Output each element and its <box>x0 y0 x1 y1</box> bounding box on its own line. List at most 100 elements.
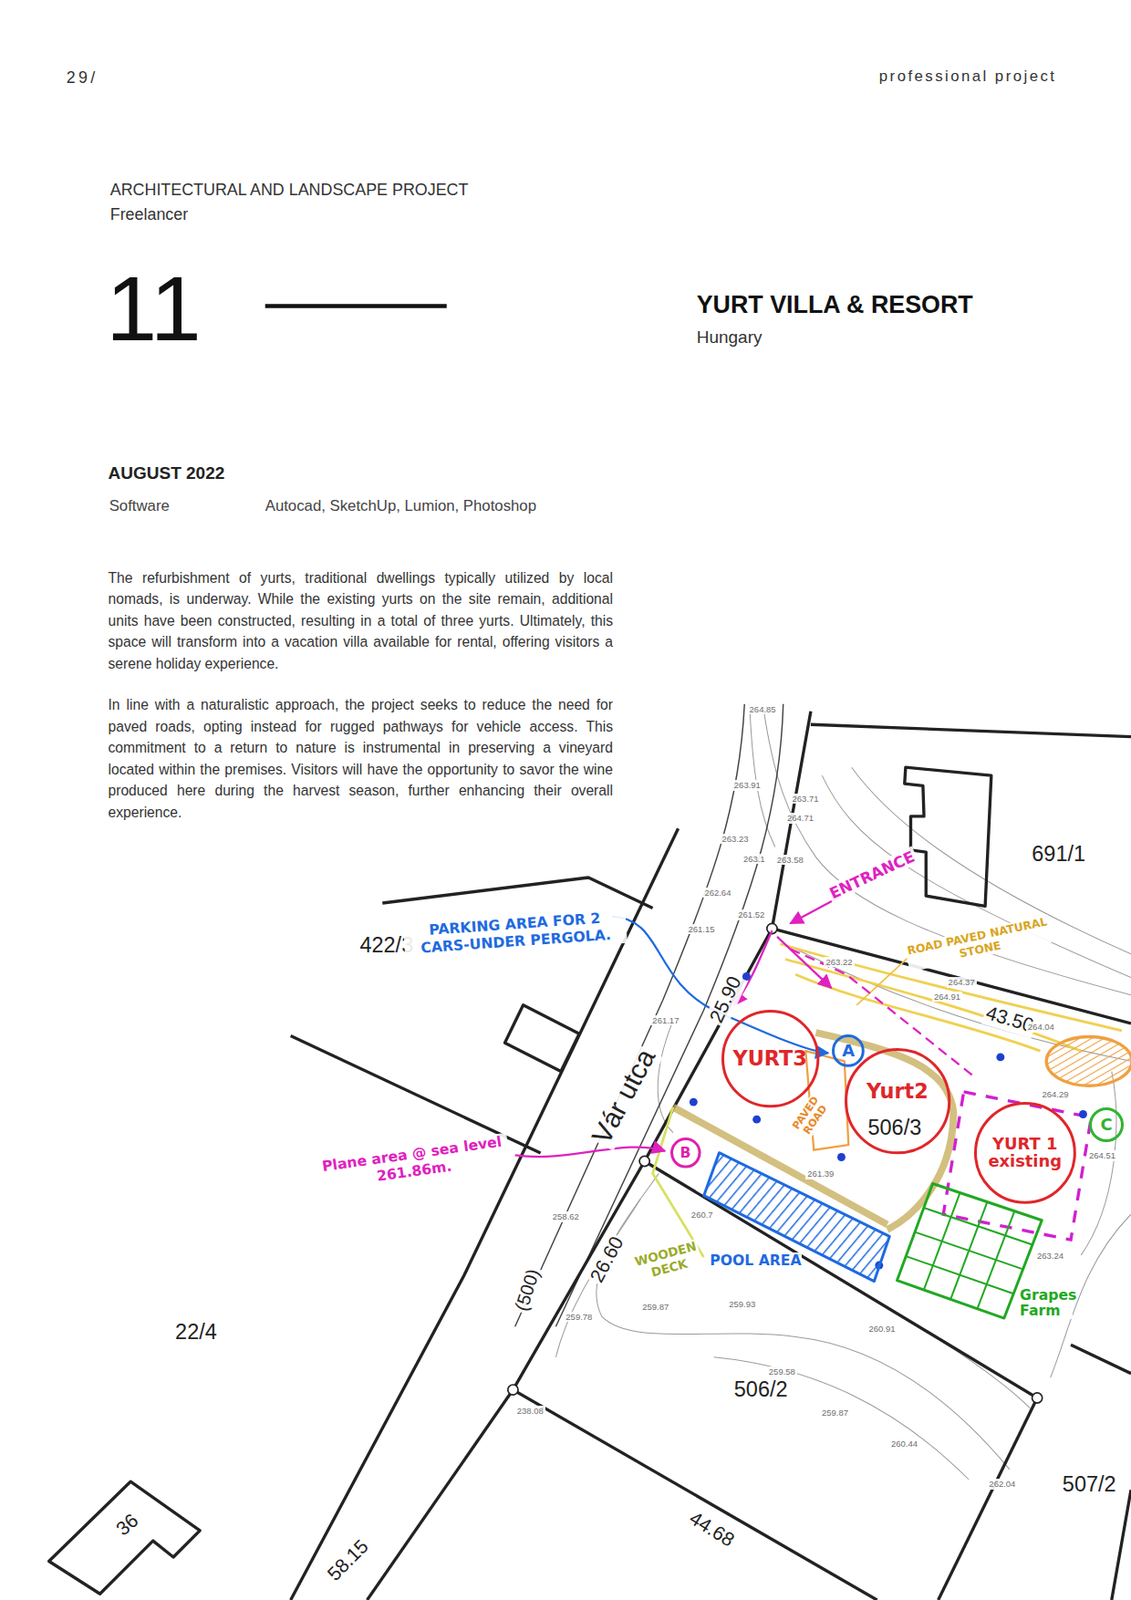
yurt-boundary-sketch <box>943 1091 1091 1240</box>
contour-line <box>749 704 776 848</box>
title-rule <box>265 303 447 308</box>
sketch-note: PARKING AREA FOR 2 CARS-UNDER PERGOLA. <box>402 908 627 959</box>
parcel-number: 507/2 <box>1060 1471 1119 1497</box>
spot-elevation: 263.71 <box>790 793 821 804</box>
parcel-line <box>1111 1489 1131 1600</box>
node-label: A <box>841 1041 855 1060</box>
spot-elevation: 259.93 <box>726 1298 758 1309</box>
field-name: Software <box>109 497 170 516</box>
node-label: C <box>1100 1115 1113 1134</box>
survey-points <box>508 923 1043 1403</box>
sketch-note: WOODEN DECK <box>632 1238 705 1285</box>
spot-elevation: 261.52 <box>736 909 767 920</box>
tree-mark <box>1079 1110 1088 1119</box>
dimension: 25.90 <box>704 970 748 1028</box>
spot-elevation: 263.22 <box>823 956 854 967</box>
spot-elevation: 263.24 <box>1035 1250 1066 1261</box>
parcel-line <box>512 711 810 1391</box>
tree-mark <box>752 1115 761 1124</box>
parcel-line <box>512 1390 877 1600</box>
path-sketch <box>777 936 831 988</box>
building-outline <box>49 1481 200 1594</box>
building-outline <box>504 1005 580 1072</box>
spot-elevation: 258.62 <box>550 1211 582 1222</box>
project-type: ARCHITECTURAL AND LANDSCAPE PROJECT <box>110 180 469 200</box>
spot-elevation: 264.29 <box>1039 1089 1070 1100</box>
yurt-circle: YURT 1 existing <box>974 1101 1077 1204</box>
contour-line <box>1080 1071 1117 1256</box>
spot-elevation: 264.91 <box>932 991 963 1002</box>
spot-elevation: 238.08 <box>515 1405 546 1416</box>
circle-stroke <box>1090 1109 1123 1142</box>
spot-elevation: 259.87 <box>819 1407 851 1418</box>
spot-elevation: 262.04 <box>986 1478 1017 1489</box>
circle-stroke <box>833 1035 864 1066</box>
grid-line <box>977 1210 1016 1308</box>
dimension: 58.15 <box>321 1534 375 1588</box>
sketch-note: PAVED ROAD <box>786 1089 836 1145</box>
parcel-line <box>367 1390 514 1600</box>
tree-mark <box>837 1152 846 1162</box>
spot-elevation: 264.51 <box>1087 1150 1118 1161</box>
spot-elevation: 263.91 <box>732 779 763 790</box>
deck-sketch <box>653 1107 705 1257</box>
spot-elevation: 259.58 <box>767 1366 798 1377</box>
node-label: YURT 1 existing <box>983 1134 1068 1171</box>
circle-stroke <box>845 1049 949 1153</box>
contour-line <box>821 775 1131 977</box>
spot-elevation: 264.04 <box>1026 1021 1057 1032</box>
hedge-sketch <box>815 1032 954 1230</box>
tree-marks <box>689 972 1088 1270</box>
contour-line <box>917 1326 1030 1408</box>
spot-elevation: 259.78 <box>563 1311 594 1322</box>
spot-elevation: 260.91 <box>866 1323 897 1334</box>
node-label: Yurt2 <box>866 1079 929 1103</box>
pool-area: POOL AREA <box>697 1146 898 1290</box>
spot-elevation: 262.64 <box>702 887 733 898</box>
callout-arrow <box>515 1147 665 1158</box>
spot-elevation: 261.15 <box>685 923 716 934</box>
callout-arrow <box>612 916 829 1054</box>
spot-elevation: 260.44 <box>889 1438 920 1449</box>
body-text: In line with a naturalistic approach, th… <box>108 694 613 823</box>
tree-mark <box>996 1052 1005 1061</box>
spot-elevation: 263.23 <box>719 833 750 844</box>
grid-line <box>915 1231 1025 1269</box>
survey-point <box>639 1155 650 1166</box>
house-number: 36 <box>110 1507 146 1542</box>
node-label: Grapes Farm <box>1019 1286 1073 1318</box>
street-name: Vár utca <box>584 1041 665 1152</box>
tree-mark <box>689 1098 698 1107</box>
body-text: The refurbishment of yurts, traditional … <box>108 567 613 675</box>
marker-circle: C <box>1089 1107 1124 1142</box>
date: AUGUST 2022 <box>108 463 226 485</box>
dimension: 44.68 <box>683 1505 740 1554</box>
sketch-note: ENTRANCE <box>824 846 919 903</box>
sketch-note: Plane area @ sea level 261.86m. <box>315 1131 511 1194</box>
parcel-number: 22/4 <box>173 1318 219 1345</box>
spot-elevation: 260.7 <box>689 1209 716 1220</box>
survey-point <box>1032 1392 1043 1403</box>
parcel-number: 506/2 <box>732 1376 790 1402</box>
contour-line <box>714 1357 970 1480</box>
location: Hungary <box>696 327 763 349</box>
spot-elevation: 264.37 <box>946 976 977 987</box>
contour-lines <box>555 704 1131 1480</box>
parcel-number: 506/3 <box>868 1114 923 1141</box>
parcel-number: 691/1 <box>1029 840 1088 867</box>
parcel-boundaries <box>49 711 1131 1600</box>
node-label: POOL AREA <box>709 1252 801 1268</box>
yurt-circle: YURT3 <box>721 1009 820 1108</box>
parcel-number: (500) <box>509 1264 546 1316</box>
contour-line <box>762 704 1131 996</box>
orange-area <box>1046 1037 1131 1087</box>
marker-circle: B <box>670 1137 702 1169</box>
role: Freelancer <box>110 205 188 225</box>
parcel-line <box>290 828 679 1600</box>
parcel-line <box>810 724 1131 737</box>
survey-point <box>508 1384 519 1395</box>
circle-stroke <box>671 1138 700 1167</box>
